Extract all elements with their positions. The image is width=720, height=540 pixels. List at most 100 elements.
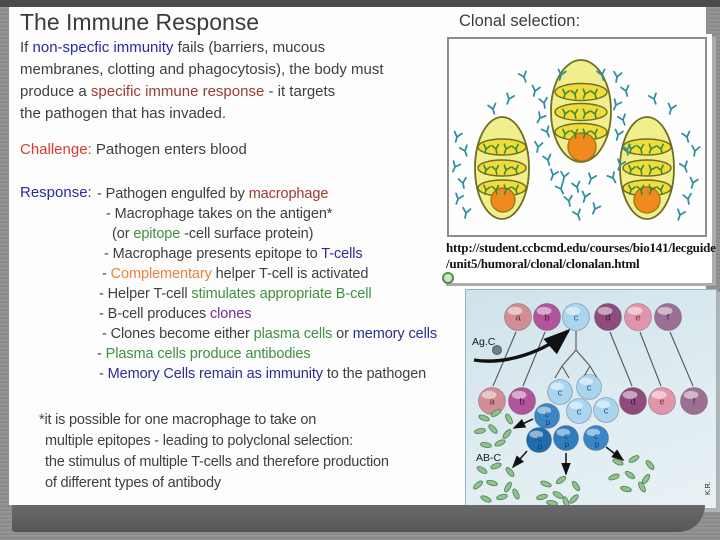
response-item: - Pathogen engulfed by macrophage	[97, 184, 437, 204]
text-run: Complementary	[110, 266, 212, 282]
antibody-icon	[571, 208, 581, 221]
antibody-icon	[491, 143, 500, 155]
text-run: - it targets	[264, 83, 336, 100]
footnote-line: the stimulus of multiple T-cells and the…	[45, 454, 389, 470]
text-run: non-specfic immunity	[32, 39, 174, 56]
response-item: (or epitope -cell surface protein)	[112, 224, 437, 244]
response-item: - Helper T-cell stimulates appropriate B…	[99, 284, 437, 304]
antibody-icon	[678, 160, 688, 173]
antibody-grain-icon	[512, 488, 520, 500]
text-run: -	[102, 266, 111, 282]
antibody-icon	[613, 70, 623, 83]
antibody-icon	[511, 143, 519, 154]
antibody-label: AB-C	[476, 452, 502, 464]
antibody-icon	[538, 96, 548, 109]
antibody-icon	[540, 125, 551, 138]
antibody-grain-icon	[571, 480, 581, 492]
antibody-grain-icon	[505, 413, 513, 425]
nucleus	[633, 186, 661, 214]
text-run: - Clones become either	[102, 326, 254, 342]
antibody-icon	[582, 108, 591, 119]
antigen-arrow	[473, 328, 571, 363]
antibody-icon	[621, 143, 631, 156]
challenge-line: Challenge: Pathogen enters blood	[20, 141, 247, 158]
antibody-grain-icon	[612, 458, 624, 466]
antibody-icon	[656, 143, 664, 154]
svg-text:f: f	[693, 397, 696, 408]
text-run: memory cells	[352, 326, 437, 342]
text-run: Response:	[20, 184, 92, 201]
response-item: - Memory Cells remain as immunity to the…	[99, 364, 437, 384]
text-run: -	[97, 346, 106, 362]
svg-text:c: c	[577, 407, 582, 418]
antibody-icon	[590, 88, 598, 99]
antibody-icon	[648, 184, 657, 195]
antibody-icon	[536, 111, 547, 124]
svg-text:c: c	[594, 432, 598, 441]
text-run: - Pathogen engulfed by	[97, 186, 249, 202]
text-run: specific immune response	[90, 83, 265, 100]
antibody-icon	[491, 164, 500, 176]
antibody-grain-icon	[555, 475, 567, 485]
antibody-icon	[628, 164, 636, 175]
antibody-icon	[570, 128, 579, 140]
intro-line: the pathogen that has invaded.	[20, 103, 384, 125]
antibody-icon	[557, 68, 567, 81]
antibody-grain-icon	[620, 485, 632, 493]
text-run: helper T-cell is activated	[211, 266, 369, 282]
antibody-icon	[582, 128, 591, 139]
intro-line: membranes, clotting and phagocytosis), t…	[20, 59, 384, 81]
antibody-icon	[691, 144, 701, 157]
svg-text:p: p	[565, 440, 570, 449]
globe-icon	[442, 272, 454, 284]
antibody-icon	[689, 176, 699, 189]
antibody-grain-icon	[480, 495, 492, 503]
svg-text:f: f	[667, 313, 670, 324]
text-run: fails (barriers, mucous	[173, 39, 326, 56]
antibody-icon	[681, 130, 691, 143]
antibody-grain-icon	[488, 424, 498, 434]
text-run: (or	[112, 226, 134, 242]
clone-tree	[554, 331, 598, 379]
antibody-icon	[455, 192, 465, 205]
antibody-icon	[511, 184, 519, 195]
antigen-label: Ag.C	[472, 336, 496, 348]
svg-text:c: c	[604, 406, 609, 417]
plasma-cell-middle	[550, 59, 612, 163]
plasma-cell-right	[619, 116, 675, 220]
text-run: -cell surface protein)	[180, 226, 314, 242]
svg-text:c: c	[558, 388, 563, 399]
antibody-icon	[656, 164, 664, 175]
response-label: Response:	[20, 184, 92, 201]
clonal-selection-heading: Clonal selection:	[459, 12, 581, 30]
antibody-grain-icon	[486, 479, 498, 487]
footnote-line: *it is possible for one macrophage to ta…	[39, 412, 317, 428]
antibody-icon	[581, 190, 591, 203]
text-run: Plasma cells produce antibodies	[105, 346, 311, 362]
svg-text:a: a	[515, 313, 521, 324]
antibody-icon	[636, 184, 645, 196]
response-item: - Clones become either plasma cells or m…	[102, 324, 437, 344]
antibody-icon	[563, 194, 573, 207]
antibody-grain-icon	[496, 493, 508, 501]
nucleus	[567, 132, 597, 162]
antibody-icon	[590, 108, 598, 119]
svg-text:b: b	[544, 313, 549, 324]
antibody-icon	[506, 92, 516, 105]
antibody-icon	[503, 164, 512, 175]
response-item: - Complementary helper T-cell is activat…	[102, 264, 437, 284]
slide-footer-bar	[12, 505, 705, 532]
antibody-icon	[628, 184, 636, 195]
antibody-icon	[483, 184, 491, 195]
selection-lines	[492, 331, 694, 387]
text-run: the pathogen that has invaded.	[20, 105, 227, 122]
svg-text:a: a	[489, 397, 495, 408]
antibody-grain-icon	[645, 460, 655, 470]
antibody-icon	[648, 164, 657, 175]
footnote-line: of different types of antibody	[45, 475, 221, 491]
plasma-cell-figure-svg	[451, 59, 701, 221]
antibody-icon	[617, 158, 627, 171]
svg-text:e: e	[635, 313, 640, 324]
antibody-grain-icon	[505, 467, 515, 477]
text-run: clones	[210, 306, 252, 322]
